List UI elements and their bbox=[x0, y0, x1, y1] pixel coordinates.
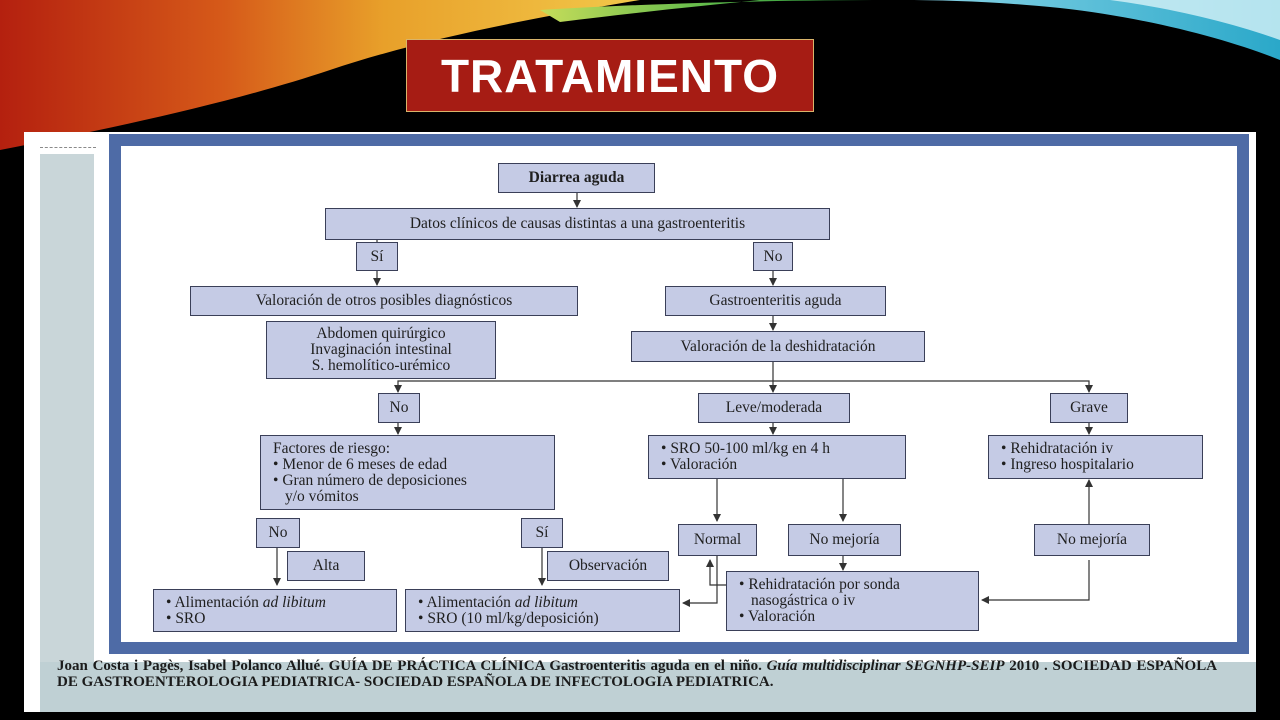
causa-hemolitico: S. hemolítico-urémico bbox=[311, 357, 451, 374]
node-no-deshidratacion: No bbox=[378, 393, 420, 423]
alim2-em: ad libitum bbox=[514, 593, 578, 611]
node-diarrea-aguda: Diarrea aguda bbox=[498, 163, 655, 193]
ingreso-hospitalario: Ingreso hospitalario bbox=[1001, 457, 1134, 473]
node-sro: SRO 50-100 ml/kg en 4 h Valoración bbox=[648, 435, 906, 479]
node-no-factor: No bbox=[256, 518, 300, 548]
node-factores-riesgo: Factores de riesgo: Menor de 6 meses de … bbox=[260, 435, 555, 510]
causa-invaginacion: Invaginación intestinal bbox=[310, 341, 452, 358]
alim2-sro: SRO (10 ml/kg/deposición) bbox=[418, 610, 598, 627]
factores-title: Factores de riesgo: bbox=[273, 439, 391, 457]
sro-dosis: SRO 50-100 ml/kg en 4 h bbox=[661, 441, 830, 457]
node-alimentacion-1: Alimentación ad libitum SRO bbox=[153, 589, 397, 632]
citation-text: Joan Costa i Pagès, Isabel Polanco Allué… bbox=[57, 658, 1217, 690]
sonda-l1: Rehidratación por sonda bbox=[739, 577, 900, 593]
causa-abdomen: Abdomen quirúrgico bbox=[316, 325, 446, 342]
node-valoracion-deshidratacion: Valoración de la deshidratación bbox=[631, 331, 925, 362]
sro-valoracion: Valoración bbox=[661, 457, 737, 473]
factor-deposiciones: Gran número de deposiciones bbox=[273, 472, 467, 489]
citation-guide: Guía multidisciplinar SEGNHP-SEIP bbox=[766, 658, 1005, 674]
slide-title: TRATAMIENTO bbox=[440, 49, 780, 102]
footer-bar bbox=[40, 662, 1256, 712]
dashed-divider bbox=[40, 147, 96, 148]
alim1-em: ad libitum bbox=[262, 593, 326, 611]
alim1-line: Alimentación ad libitum bbox=[166, 593, 326, 611]
sonda-l3: Valoración bbox=[739, 609, 815, 625]
node-sonda-nasogastrica: Rehidratación por sonda nasogástrica o i… bbox=[726, 571, 979, 631]
node-alta: Alta bbox=[287, 551, 365, 581]
rehid-iv: Rehidratación iv bbox=[1001, 441, 1113, 457]
citation-year: 2010 bbox=[1004, 658, 1040, 674]
node-alimentacion-2: Alimentación ad libitum SRO (10 ml/kg/de… bbox=[405, 589, 680, 632]
node-normal: Normal bbox=[678, 524, 757, 556]
node-gastroenteritis-aguda: Gastroenteritis aguda bbox=[665, 286, 886, 316]
node-observacion: Observación bbox=[547, 551, 669, 581]
node-causas-quirurgicas: Abdomen quirúrgico Invaginación intestin… bbox=[266, 321, 496, 379]
alim1-pre: Alimentación bbox=[174, 593, 263, 611]
alim2-line: Alimentación ad libitum bbox=[418, 593, 578, 611]
node-si-1: Sí bbox=[356, 242, 398, 271]
slide-title-banner: TRATAMIENTO bbox=[406, 39, 814, 112]
node-no-mejoria-1: No mejoría bbox=[788, 524, 901, 556]
citation-rest: . SOCIEDAD ESPAÑOLA DE GASTROENTEROLOGIA… bbox=[57, 658, 1218, 690]
alim2-pre: Alimentación bbox=[426, 593, 515, 611]
node-datos-clinicos: Datos clínicos de causas distintas a una… bbox=[325, 208, 830, 240]
left-decorative-strip bbox=[40, 154, 94, 672]
node-otros-diagnosticos: Valoración de otros posibles diagnóstico… bbox=[190, 286, 578, 316]
sonda-l2: nasogástrica o iv bbox=[751, 592, 856, 609]
node-no-1: No bbox=[753, 242, 793, 271]
factor-vomitos: y/o vómitos bbox=[285, 487, 359, 505]
header-swoosh-decoration bbox=[0, 0, 1280, 150]
citation-authors: Joan Costa i Pagès, Isabel Polanco Allué… bbox=[57, 658, 767, 674]
node-si-factor: Sí bbox=[521, 518, 563, 548]
node-leve-moderada: Leve/moderada bbox=[698, 393, 850, 423]
node-grave: Grave bbox=[1050, 393, 1128, 423]
node-rehidratacion-iv: Rehidratación iv Ingreso hospitalario bbox=[988, 435, 1203, 479]
node-no-mejoria-2: No mejoría bbox=[1034, 524, 1150, 556]
alim1-sro: SRO bbox=[166, 610, 205, 627]
factor-edad: Menor de 6 meses de edad bbox=[273, 456, 447, 473]
